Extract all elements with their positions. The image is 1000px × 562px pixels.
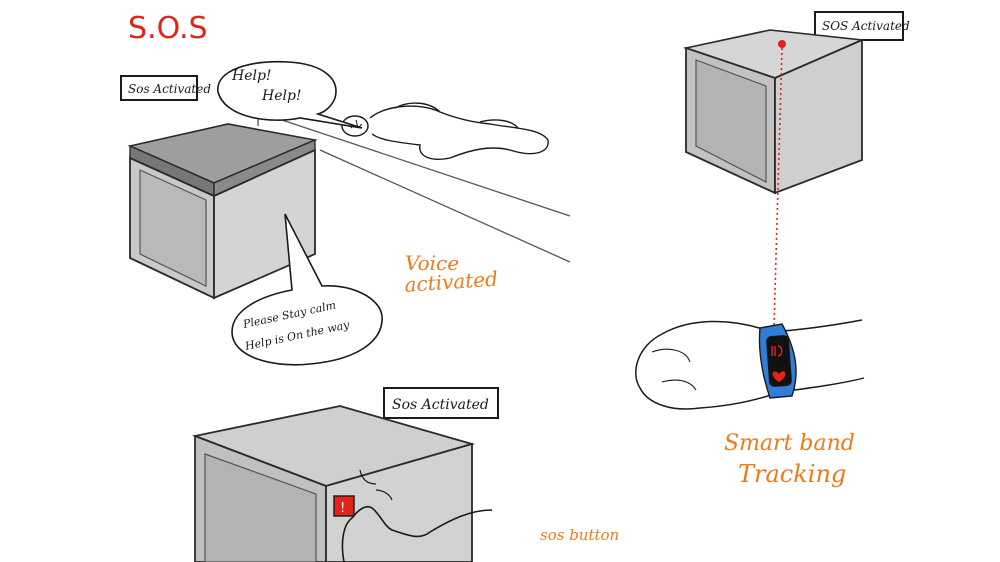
band-caption-line1: Smart band — [724, 431, 855, 456]
help-speech-bubble: Help! Help! — [217, 60, 363, 129]
sos-box-band — [682, 29, 866, 195]
room-floor-line — [319, 149, 571, 263]
button-caption: sos button — [540, 526, 619, 544]
button-sos-tag-label: Sos Activated — [392, 397, 489, 413]
band-caption-line2: Tracking — [738, 460, 846, 488]
band-sos-tag-label: SOS Activated — [822, 19, 910, 33]
wrist-with-band — [635, 319, 865, 410]
pressing-hand — [341, 505, 493, 562]
sos-box-button — [191, 405, 476, 562]
band-scene: SOS Activated Smart band Tracking — [635, 11, 910, 488]
button-scene: Sos Activated ! sos button — [191, 387, 619, 562]
band-sos-tag-frame — [814, 11, 904, 41]
sos-box-voice — [127, 123, 318, 300]
voice-caption-line1: Voice — [405, 251, 459, 275]
heart-icon — [772, 371, 786, 382]
page-title: S.O.S — [128, 11, 208, 46]
room-wall-line — [257, 111, 571, 217]
voice-sos-tag-frame — [120, 75, 198, 101]
press-motion-lines — [359, 469, 393, 501]
voice-scene: Sos Activated Help! Help! — [120, 60, 571, 366]
tracking-beam-line — [773, 47, 783, 327]
button-sos-tag-frame — [383, 387, 499, 419]
alert-icon: ! — [340, 501, 345, 516]
sos-red-button — [333, 495, 355, 517]
tracking-beacon-dot — [778, 40, 786, 48]
lying-person-figure — [341, 102, 549, 160]
calm-speech-bubble: Please Stay calm Help is On the way — [231, 213, 383, 366]
voice-sos-tag-label: Sos Activated — [128, 82, 211, 96]
help-text-2: Help! — [261, 88, 302, 104]
voice-caption-line2: activated — [404, 267, 499, 297]
help-text-1: Help! — [231, 68, 272, 84]
